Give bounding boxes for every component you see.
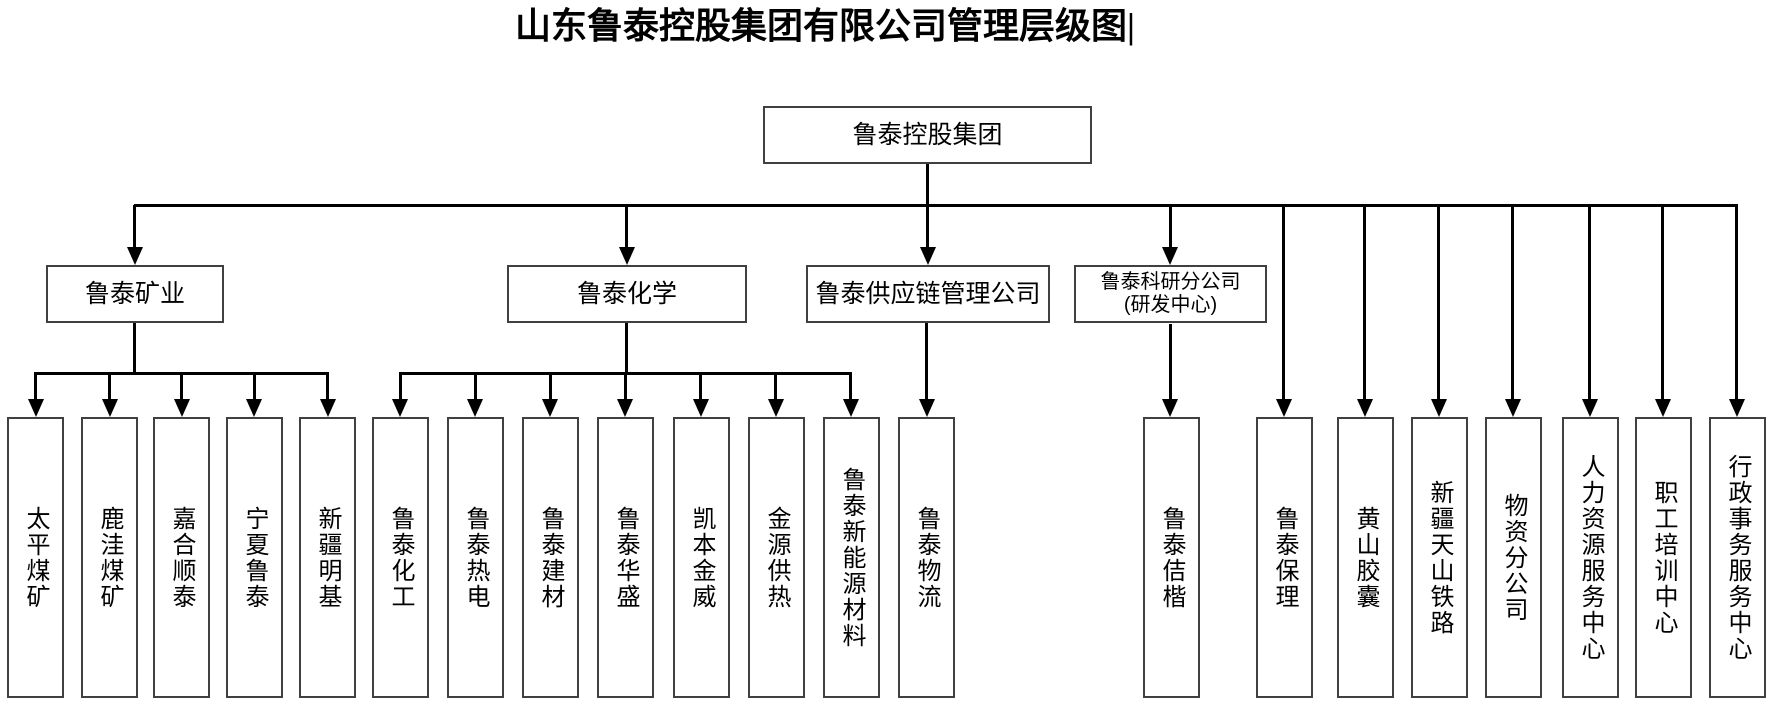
arrow-to-new-energy — [843, 399, 859, 417]
arrow-to-taiping — [28, 399, 44, 417]
arrow-to-chemical-eng — [392, 399, 408, 417]
node-lutai-research-branch: 鲁泰科研分公司 (研发中心) — [1074, 265, 1267, 323]
arrow-to-logistics — [919, 399, 935, 417]
connector-to-taiping — [34, 373, 37, 401]
arrow-to-jiahe — [174, 399, 190, 417]
node-lutai-huasheng: 鲁泰华盛 — [597, 417, 654, 698]
connector-trunk — [134, 204, 1738, 207]
arrow-to-chemistry — [619, 247, 635, 265]
node-lutai-chemical-engineering: 鲁泰化工 — [372, 417, 429, 698]
connector-to-jinyuan — [774, 373, 777, 401]
node-lutai-chemistry: 鲁泰化学 — [507, 265, 747, 323]
node-taiping-coal-mine: 太平煤矿 — [7, 417, 64, 698]
node-jinyuan-heating: 金源供热 — [748, 417, 805, 698]
arrow-to-factoring — [1276, 399, 1292, 417]
node-hr-service-center: 人力资源服务中心 — [1562, 417, 1619, 698]
arrow-to-admin-center — [1729, 399, 1745, 417]
node-kaiben-jinwei: 凯本金威 — [673, 417, 730, 698]
connector-to-huasheng — [624, 373, 627, 401]
connector-to-training-center — [1661, 205, 1664, 403]
connector-to-admin-center — [1735, 205, 1738, 403]
chart-title-row: 山东鲁泰控股集团有限公司管理层级图| — [400, 6, 1250, 46]
connector-to-chemical-eng — [399, 373, 402, 401]
arrow-to-jinyuan — [768, 399, 784, 417]
arrow-to-training-center — [1655, 399, 1671, 417]
connector-to-hr-center — [1588, 205, 1591, 403]
arrow-to-ningxia — [246, 399, 262, 417]
connector-to-railway — [1437, 205, 1440, 403]
connector-to-building-materials — [549, 373, 552, 401]
arrow-to-hr-center — [1582, 399, 1598, 417]
connector-to-jiahe — [180, 373, 183, 401]
node-staff-training-center: 职工培训中心 — [1635, 417, 1692, 698]
arrow-to-kaiben — [693, 399, 709, 417]
node-lutai-holding-group: 鲁泰控股集团 — [763, 106, 1092, 164]
node-ningxia-lutai: 宁夏鲁泰 — [226, 417, 283, 698]
connector-to-research — [1169, 205, 1172, 249]
arrow-to-building-materials — [542, 399, 558, 417]
arrow-to-mining — [127, 247, 143, 265]
arrow-to-capsule — [1357, 399, 1373, 417]
connector-to-materials-branch — [1511, 205, 1514, 403]
node-luwa-coal-mine: 鹿洼煤矿 — [81, 417, 138, 698]
connector-root-stem — [926, 164, 929, 207]
research-branch-line1: 鲁泰科研分公司 — [1100, 271, 1241, 293]
arrow-to-luwa — [102, 399, 118, 417]
text-cursor: | — [1127, 6, 1135, 46]
node-materials-branch: 物资分公司 — [1485, 417, 1542, 698]
node-lutai-jiekai: 鲁泰佶楷 — [1143, 417, 1200, 698]
node-jiahe-shuntai: 嘉合顺泰 — [153, 417, 210, 698]
connector-to-mingji — [326, 373, 329, 401]
node-lutai-thermal-power: 鲁泰热电 — [447, 417, 504, 698]
page-title: 山东鲁泰控股集团有限公司管理层级图 — [515, 6, 1128, 46]
connector-to-factoring — [1282, 205, 1285, 403]
connector-to-new-energy — [849, 373, 852, 401]
connector-to-capsule — [1363, 205, 1366, 403]
connector-to-logistics — [925, 323, 928, 403]
connector-to-mining — [133, 205, 136, 249]
node-huangshan-capsule: 黄山胶囊 — [1337, 417, 1394, 698]
arrow-to-mingji — [320, 399, 336, 417]
arrow-to-thermal-power — [467, 399, 483, 417]
node-admin-affairs-service-center: 行政事务服务中心 — [1709, 417, 1766, 698]
connector-to-ningxia — [253, 373, 256, 401]
node-lutai-new-energy-materials: 鲁泰新能源材料 — [823, 417, 880, 698]
node-lutai-supply-chain: 鲁泰供应链管理公司 — [806, 265, 1050, 323]
connector-to-thermal-power — [474, 373, 477, 401]
arrow-to-research — [1162, 247, 1178, 265]
node-xinjiang-tianshan-railway: 新疆天山铁路 — [1411, 417, 1468, 698]
research-branch-line2: (研发中心) — [1123, 294, 1218, 316]
node-xinjiang-mingji: 新疆明基 — [299, 417, 356, 698]
arrow-to-supply-chain — [920, 247, 936, 265]
connector-to-supply-chain — [926, 205, 929, 249]
arrow-to-railway — [1431, 399, 1447, 417]
connector-to-luwa — [108, 373, 111, 401]
connector-to-chemistry — [625, 205, 628, 249]
arrow-to-jiekai — [1162, 399, 1178, 417]
connector-chemistry-stem — [625, 323, 628, 374]
node-lutai-mining: 鲁泰矿业 — [46, 265, 224, 323]
connector-to-kaiben — [699, 373, 702, 401]
node-lutai-factoring: 鲁泰保理 — [1256, 417, 1313, 698]
connector-to-jiekai — [1169, 324, 1172, 403]
connector-mining-stem — [133, 323, 136, 374]
node-lutai-logistics: 鲁泰物流 — [898, 417, 955, 698]
arrow-to-materials-branch — [1505, 399, 1521, 417]
node-lutai-building-materials: 鲁泰建材 — [522, 417, 579, 698]
arrow-to-huasheng — [617, 399, 633, 417]
